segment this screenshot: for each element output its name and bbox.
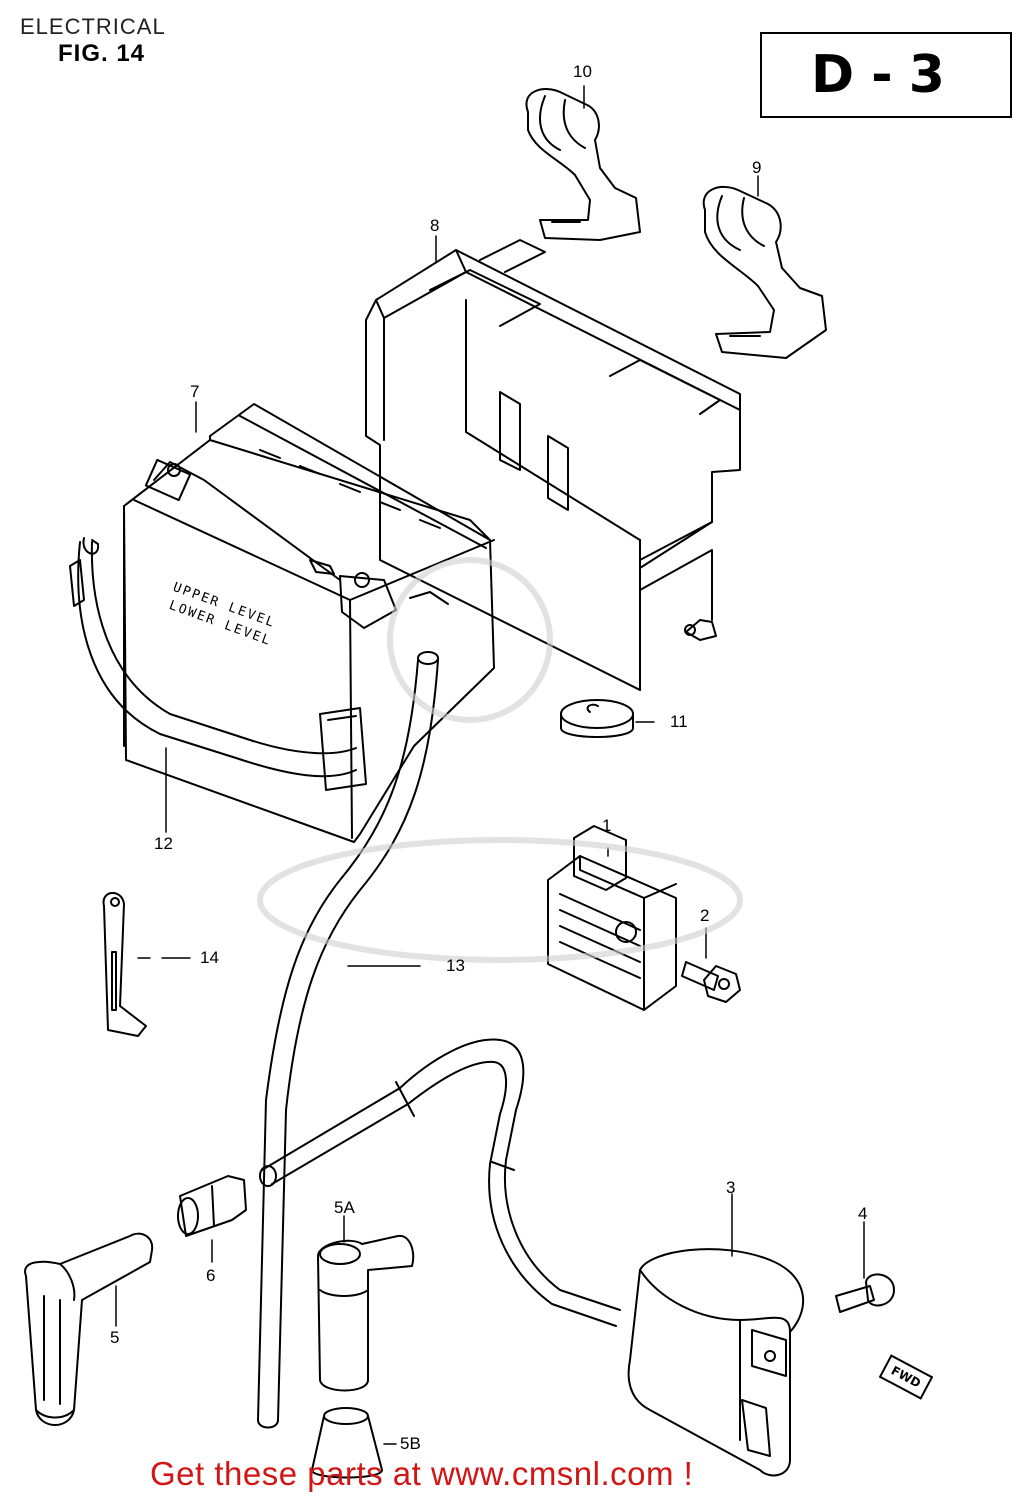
leader-lines — [115, 85, 865, 1445]
callout-10: 10 — [573, 62, 592, 81]
part-11-grommet — [560, 699, 634, 738]
part-2-screw — [681, 961, 741, 1003]
callout-13: 13 — [446, 956, 465, 975]
callout-6: 6 — [206, 1266, 216, 1285]
part-8-fuse-box — [365, 239, 741, 691]
figure-label: FIG. 14 — [58, 40, 146, 67]
part-12-strap — [69, 537, 367, 791]
part-7-battery — [123, 403, 495, 843]
part-9-clamp — [702, 185, 827, 359]
part-1-regulator — [547, 825, 677, 1011]
part-5b-boot — [311, 1407, 383, 1479]
callout-4: 4 — [858, 1204, 868, 1223]
callout-5a: 5A — [334, 1198, 355, 1217]
callout-14: 14 — [200, 948, 219, 967]
section-title: ELECTRICAL — [20, 14, 166, 39]
section-code-box: D-3 — [760, 32, 1012, 118]
callout-11: 11 — [670, 712, 688, 731]
callout-7: 7 — [190, 382, 200, 401]
part-6-plug — [177, 1175, 247, 1237]
callout-9: 9 — [752, 158, 762, 177]
part-4-screw — [835, 1273, 895, 1313]
part-5-plug-cap — [24, 1232, 154, 1426]
callout-12: 12 — [154, 834, 173, 853]
part-10-clamp — [525, 88, 641, 241]
part-13-hose — [257, 651, 439, 1429]
callout-2: 2 — [700, 906, 710, 925]
watermark-logo — [257, 557, 743, 963]
callout-5: 5 — [110, 1328, 120, 1347]
part-5a-plug-cap — [317, 1234, 415, 1392]
footer-parts-link[interactable]: Get these parts at www.cmsnl.com ! — [150, 1455, 694, 1492]
callout-8: 8 — [430, 216, 440, 235]
callout-1: 1 — [602, 816, 612, 835]
part-14-bracket — [102, 892, 147, 1037]
part-3-ignition-coil — [259, 1038, 804, 1477]
callout-3: 3 — [726, 1178, 736, 1197]
callout-5b: 5B — [400, 1434, 421, 1453]
